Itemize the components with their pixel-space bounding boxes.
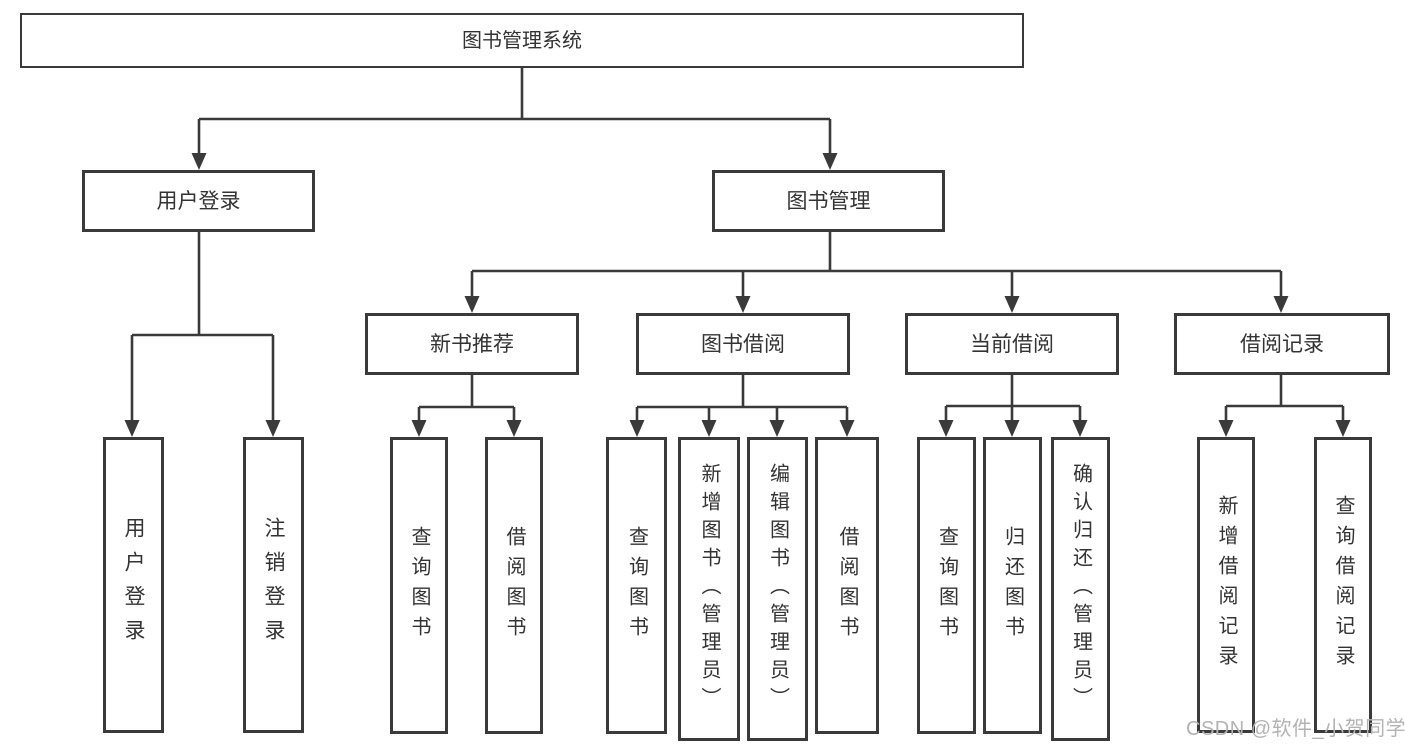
connector-borrow-records-children bbox=[1218, 375, 1351, 437]
leaf-edit-books-admin: 编辑图书（管理员） bbox=[747, 437, 808, 741]
arrow-down-icon bbox=[1072, 420, 1088, 437]
arrow-down-icon bbox=[769, 420, 785, 437]
node-borrowing-records: 借阅记录 bbox=[1174, 313, 1390, 375]
arrow-down-icon bbox=[411, 420, 427, 437]
arrow-down-icon bbox=[701, 420, 717, 437]
connector-book-borrow-children bbox=[629, 375, 855, 437]
connector-current-borrow-children bbox=[938, 375, 1088, 437]
arrow-down-icon bbox=[822, 153, 838, 170]
arrow-down-icon bbox=[124, 420, 140, 437]
leaf-add-borrow-record: 新增借阅记录 bbox=[1197, 437, 1255, 733]
leaf-confirm-return-admin: 确认归还（管理员） bbox=[1051, 437, 1110, 741]
node-book-management: 图书管理 bbox=[712, 170, 945, 232]
leaf-logout: 注销登录 bbox=[243, 437, 304, 733]
leaf-borrow-books-recommend: 借阅图书 bbox=[485, 437, 543, 734]
arrow-down-icon bbox=[735, 296, 751, 313]
node-book-borrowing: 图书借阅 bbox=[636, 313, 850, 375]
leaf-return-books: 归还图书 bbox=[983, 437, 1042, 734]
leaf-query-books-recommend: 查询图书 bbox=[390, 437, 448, 734]
leaf-borrow-books: 借阅图书 bbox=[815, 437, 879, 734]
leaf-query-books-borrow: 查询图书 bbox=[606, 437, 667, 734]
node-library-management-system: 图书管理系统 bbox=[20, 13, 1024, 68]
arrow-down-icon bbox=[1218, 420, 1234, 437]
leaf-query-borrow-record: 查询借阅记录 bbox=[1314, 437, 1372, 733]
node-current-borrowing: 当前借阅 bbox=[905, 313, 1119, 375]
arrow-down-icon bbox=[506, 420, 522, 437]
arrow-down-icon bbox=[1273, 296, 1289, 313]
leaf-add-books-admin: 新增图书（管理员） bbox=[678, 437, 740, 741]
leaf-query-books-current: 查询图书 bbox=[917, 437, 976, 734]
arrow-down-icon bbox=[265, 420, 281, 437]
connector-user-login-children bbox=[124, 232, 281, 437]
arrow-down-icon bbox=[1335, 420, 1351, 437]
node-new-book-recommendation: 新书推荐 bbox=[365, 313, 579, 375]
arrow-down-icon bbox=[1004, 420, 1020, 437]
leaf-user-login: 用户登录 bbox=[103, 437, 164, 733]
arrow-down-icon bbox=[629, 420, 645, 437]
arrow-down-icon bbox=[938, 420, 954, 437]
arrow-down-icon bbox=[1004, 296, 1020, 313]
arrow-down-icon bbox=[191, 153, 207, 170]
arrow-down-icon bbox=[464, 296, 480, 313]
node-user-login: 用户登录 bbox=[82, 170, 315, 232]
connector-new-book-children bbox=[411, 375, 522, 437]
csdn-watermark: CSDN @软件_小贺同学 bbox=[1186, 718, 1405, 740]
connector-book-mgmt-to-level3 bbox=[464, 232, 1289, 313]
arrow-down-icon bbox=[839, 420, 855, 437]
connector-root-to-level2 bbox=[191, 68, 838, 170]
